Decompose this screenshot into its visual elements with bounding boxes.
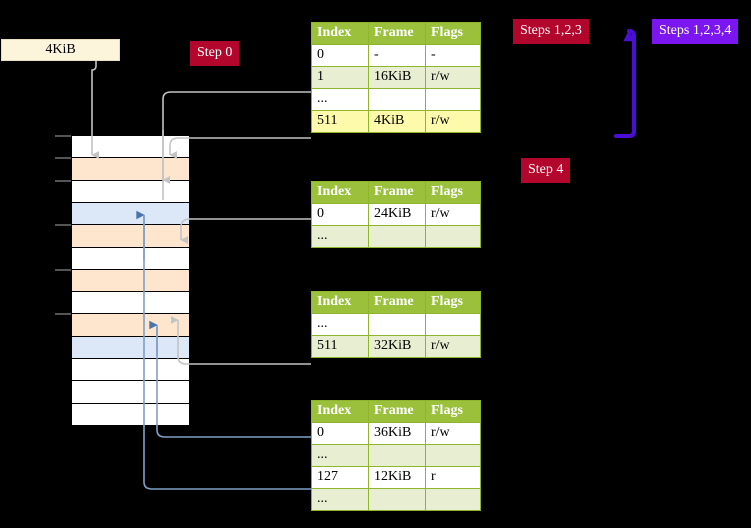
cell-flags: r/w xyxy=(425,335,481,358)
badge-steps-1234: Steps 1,2,3,4 xyxy=(652,19,739,44)
badge-step0: Step 0 xyxy=(190,41,240,66)
table-row: ... xyxy=(311,225,481,248)
column-header-flags: Flags xyxy=(425,181,481,204)
memory-frame-row xyxy=(71,358,190,382)
column-header-flags: Flags xyxy=(425,400,481,423)
badge-steps-123: Steps 1,2,3 xyxy=(513,19,589,44)
cell-frame xyxy=(368,225,426,248)
cell-frame: 36KiB xyxy=(368,422,426,445)
column-header-flags: Flags xyxy=(425,22,481,45)
memory-frame-row xyxy=(71,246,190,270)
cell-frame xyxy=(368,88,426,111)
cell-index: 511 xyxy=(311,335,369,358)
memory-frame-tick xyxy=(55,268,71,271)
cell-frame: 16KiB xyxy=(368,66,426,89)
cell-flags xyxy=(425,88,481,111)
cell-frame xyxy=(368,313,426,336)
cell-index: ... xyxy=(311,488,369,511)
memory-frame-row xyxy=(71,380,190,404)
cell-index: 127 xyxy=(311,466,369,489)
table-row: ... xyxy=(311,488,481,511)
memory-frame-row xyxy=(71,313,190,337)
memory-frame-row xyxy=(71,135,190,159)
connector-grid-to-pd-511 xyxy=(180,300,311,364)
memory-frame-tick xyxy=(55,157,71,160)
cell-flags: r/w xyxy=(425,203,481,226)
memory-frame-row xyxy=(71,201,190,226)
cell-flags xyxy=(425,444,481,467)
cell-frame: 12KiB xyxy=(368,466,426,489)
cell-frame: - xyxy=(368,44,426,67)
cell-flags xyxy=(425,488,481,511)
cell-index: ... xyxy=(311,225,369,248)
connector-pdpt-0-to-grid xyxy=(180,218,311,244)
cell-frame xyxy=(368,488,426,511)
table-row: ... xyxy=(311,88,481,111)
column-header-index: Index xyxy=(311,22,369,45)
cell-index: ... xyxy=(311,444,369,467)
cell-index: 0 xyxy=(311,203,369,226)
cell-index: 0 xyxy=(311,44,369,67)
table-row: 0-- xyxy=(311,44,481,67)
column-header-flags: Flags xyxy=(425,291,481,314)
connector-pd-511-to-grid xyxy=(171,316,311,365)
memory-frame-row xyxy=(71,224,190,248)
memory-frame-row xyxy=(71,402,190,426)
cell-flags: r/w xyxy=(425,66,481,89)
memory-size-box: 4KiB xyxy=(1,39,120,61)
column-header-index: Index xyxy=(311,400,369,423)
column-header-frame: Frame xyxy=(368,22,426,45)
cell-index: ... xyxy=(311,88,369,111)
cell-flags: - xyxy=(425,44,481,67)
memory-frame-row xyxy=(71,268,190,293)
memory-frame-row xyxy=(71,157,190,181)
cell-frame: 24KiB xyxy=(368,203,426,226)
cell-flags xyxy=(425,225,481,248)
table-row: ... xyxy=(311,313,481,336)
cell-flags: r xyxy=(425,466,481,489)
memory-frame-tick xyxy=(55,313,71,316)
bracket-steps-1234 xyxy=(614,29,636,138)
memory-frame-tick xyxy=(55,224,71,227)
connector-pml4-511-to-grid xyxy=(169,137,311,159)
cell-flags: r/w xyxy=(425,422,481,445)
cell-flags xyxy=(425,313,481,336)
cell-index: 511 xyxy=(311,110,369,133)
physical-memory-grid xyxy=(71,135,190,426)
cell-index: 0 xyxy=(311,422,369,445)
memory-frame-tick xyxy=(55,179,71,182)
cell-frame: 32KiB xyxy=(368,335,426,358)
badge-step4: Step 4 xyxy=(521,158,571,183)
cell-flags: r/w xyxy=(425,110,481,133)
table-row: ... xyxy=(311,444,481,467)
column-header-frame: Frame xyxy=(368,400,426,423)
memory-frame-row xyxy=(71,179,190,203)
memory-frame-row xyxy=(71,335,190,359)
memory-frame-tick xyxy=(55,135,71,137)
connector-grid-to-pt-row127 xyxy=(143,420,311,490)
cell-frame: 4KiB xyxy=(368,110,426,133)
column-header-frame: Frame xyxy=(368,181,426,204)
column-header-frame: Frame xyxy=(368,291,426,314)
memory-frame-row xyxy=(71,291,190,315)
cell-frame xyxy=(368,444,426,467)
cell-index: ... xyxy=(311,313,369,336)
column-header-index: Index xyxy=(311,181,369,204)
cell-index: 1 xyxy=(311,66,369,89)
column-header-index: Index xyxy=(311,291,369,314)
